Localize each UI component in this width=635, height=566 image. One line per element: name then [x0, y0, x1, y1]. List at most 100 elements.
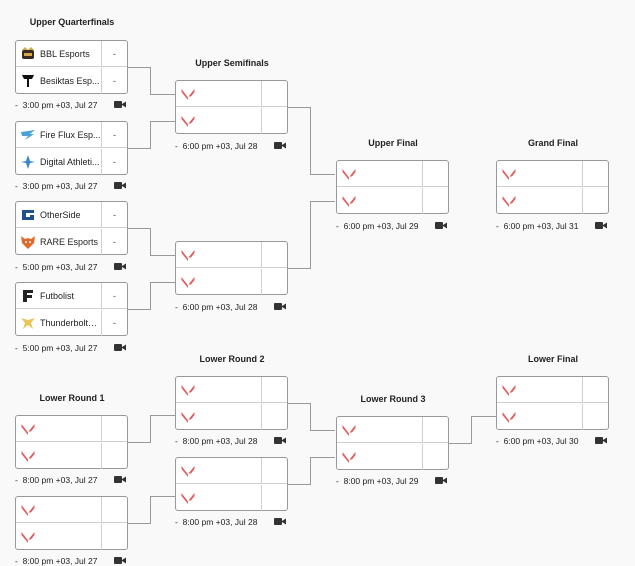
match-lower-r1-1[interactable] [15, 415, 128, 469]
video-camera-icon[interactable] [114, 100, 126, 109]
team-row[interactable] [337, 417, 448, 443]
match-lower-final[interactable] [496, 376, 609, 430]
valorant-logo-icon [180, 490, 196, 506]
valorant-logo-icon [341, 193, 357, 209]
team-name: Thunderbolts ... [40, 317, 101, 328]
match-upper-qf-3[interactable]: OtherSide - RARE Esports - [15, 201, 128, 255]
match-time: - 3:00 pm +03, Jul 27 [15, 181, 98, 191]
video-camera-icon[interactable] [114, 262, 126, 271]
video-camera-icon[interactable] [114, 475, 126, 484]
team-row[interactable] [497, 403, 608, 430]
video-camera-icon[interactable] [114, 343, 126, 352]
valorant-logo-icon [341, 166, 357, 182]
match-time: - 6:00 pm +03, Jul 28 [175, 141, 258, 151]
connector [128, 228, 151, 256]
team-name: Besiktas Esp... [40, 75, 100, 86]
match-grand-final[interactable] [496, 160, 609, 214]
team-row[interactable] [497, 377, 608, 403]
match-upper-qf-2[interactable]: Fire Flux Esp... - Digital Athleti... - [15, 121, 128, 175]
team-row[interactable] [337, 443, 448, 470]
match-upper-sf-2[interactable] [175, 241, 288, 295]
video-camera-icon[interactable] [274, 436, 286, 445]
match-lower-r1-2[interactable] [15, 496, 128, 550]
round-title-upper-quarterfinals: Upper Quarterfinals [29, 17, 115, 27]
team-row[interactable] [337, 187, 448, 214]
match-time: - 8:00 pm +03, Jul 28 [175, 436, 258, 446]
video-camera-icon[interactable] [274, 302, 286, 311]
team-row[interactable]: OtherSide - [16, 202, 127, 228]
match-lower-r3[interactable] [336, 416, 449, 470]
valorant-logo-icon [501, 382, 517, 398]
team-row[interactable] [176, 484, 287, 511]
futbolist-logo-icon [23, 289, 33, 302]
team-row[interactable] [497, 161, 608, 187]
match-upper-qf-4[interactable]: Futbolist - Thunderbolts ... - [15, 282, 128, 336]
match-time: - 6:00 pm +03, Jul 29 [336, 221, 419, 231]
team-row[interactable] [16, 416, 127, 442]
valorant-logo-icon [20, 448, 36, 464]
match-lower-r2-1[interactable] [175, 376, 288, 430]
valorant-logo-icon [180, 463, 196, 479]
team-score: - [113, 129, 116, 140]
match-lower-r2-2[interactable] [175, 457, 288, 511]
video-camera-icon[interactable] [595, 221, 607, 230]
team-row[interactable] [176, 107, 287, 134]
team-row[interactable] [176, 268, 287, 295]
team-row[interactable] [176, 458, 287, 484]
team-score: - [113, 48, 116, 59]
video-camera-icon[interactable] [114, 556, 126, 565]
round-title-lower-round-3: Lower Round 3 [360, 394, 426, 404]
team-score: - [113, 290, 116, 301]
match-upper-final[interactable] [336, 160, 449, 214]
round-title-lower-round-1: Lower Round 1 [39, 393, 105, 403]
team-name: OtherSide [40, 209, 81, 220]
team-name: Digital Athleti... [40, 156, 100, 167]
team-row[interactable]: BBL Esports - [16, 41, 127, 67]
video-camera-icon[interactable] [274, 141, 286, 150]
video-camera-icon[interactable] [595, 436, 607, 445]
valorant-logo-icon [180, 409, 196, 425]
connector [128, 415, 151, 443]
team-row[interactable]: Fire Flux Esp... - [16, 122, 127, 148]
connector [128, 67, 151, 95]
valorant-logo-icon [20, 421, 36, 437]
team-score: - [113, 75, 116, 86]
team-row[interactable]: RARE Esports - [16, 228, 127, 255]
fire-flux-logo-icon [21, 129, 35, 140]
team-row[interactable] [176, 242, 287, 268]
team-row[interactable] [176, 377, 287, 403]
connector [150, 121, 175, 122]
besiktas-logo-icon [22, 74, 34, 87]
valorant-logo-icon [341, 449, 357, 465]
match-upper-qf-1[interactable]: BBL Esports - Besiktas Esp... - [15, 40, 128, 94]
team-row[interactable]: Futbolist - [16, 283, 127, 309]
video-camera-icon[interactable] [274, 517, 286, 526]
team-row[interactable]: Thunderbolts ... - [16, 309, 127, 336]
video-camera-icon[interactable] [114, 181, 126, 190]
video-camera-icon[interactable] [435, 221, 447, 230]
video-camera-icon[interactable] [435, 476, 447, 485]
team-row[interactable] [16, 523, 127, 550]
team-row[interactable]: Besiktas Esp... - [16, 67, 127, 94]
connector [310, 201, 335, 202]
match-upper-sf-1[interactable] [175, 80, 288, 134]
match-time: - 3:00 pm +03, Jul 27 [15, 100, 98, 110]
connector [150, 282, 175, 283]
team-row[interactable] [337, 161, 448, 187]
round-title-lower-round-2: Lower Round 2 [199, 354, 265, 364]
team-row[interactable] [497, 187, 608, 214]
team-row[interactable] [176, 403, 287, 430]
match-time: - 5:00 pm +03, Jul 27 [15, 262, 98, 272]
team-row[interactable] [16, 442, 127, 469]
connector [128, 121, 151, 149]
team-row[interactable]: Digital Athleti... - [16, 148, 127, 175]
team-score: - [113, 156, 116, 167]
connector [128, 496, 151, 524]
team-name: Fire Flux Esp... [40, 129, 101, 140]
connector [310, 457, 335, 458]
round-title-upper-semifinals: Upper Semifinals [195, 58, 269, 68]
otherside-logo-icon [22, 209, 34, 220]
team-row[interactable] [176, 81, 287, 107]
team-row[interactable] [16, 497, 127, 523]
connector [150, 496, 175, 497]
